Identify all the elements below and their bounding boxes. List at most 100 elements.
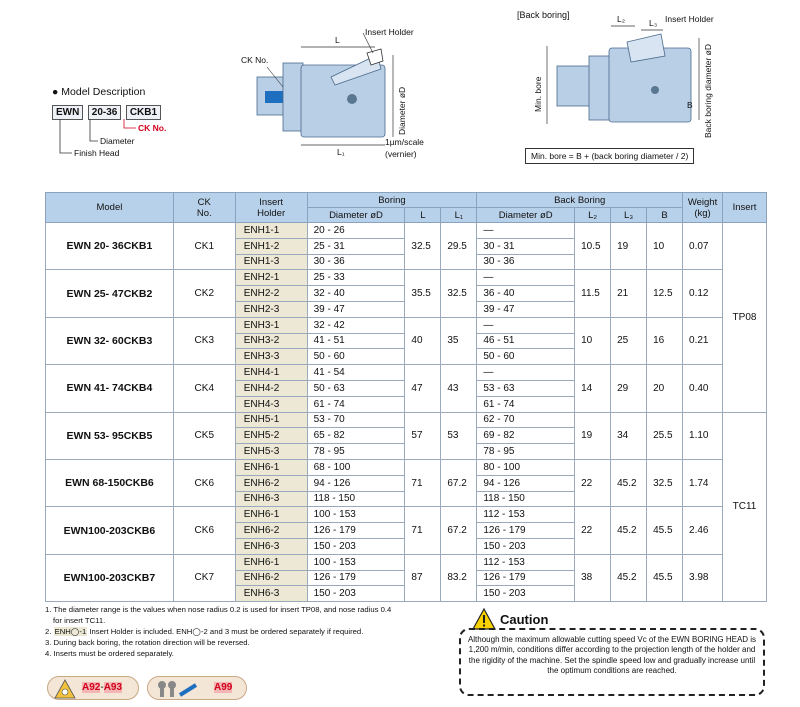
- cell-bb-diameter: 36 - 40: [476, 285, 576, 302]
- cell-B: 16: [646, 316, 684, 366]
- note-1b: for insert TC11.: [53, 616, 106, 625]
- cell-B: 45.5: [646, 506, 684, 555]
- cell-B: 10: [646, 221, 684, 271]
- model-part-series: EWN: [52, 105, 84, 120]
- cell-L1: 67.2: [440, 506, 478, 555]
- label-diameter: Diameter øD: [397, 86, 407, 135]
- th-boring: Boring: [306, 192, 478, 208]
- cell-bb-diameter: —: [476, 222, 576, 239]
- cell-L2: 14: [574, 364, 612, 413]
- cell-L2: 38: [574, 553, 612, 603]
- th-L1: L₁: [440, 207, 478, 223]
- cell-L3: 25: [610, 316, 648, 366]
- cell-L2: 22: [574, 506, 612, 555]
- screw-wrench-icon: [158, 681, 198, 697]
- cell-diameter: 41 - 54: [306, 364, 406, 381]
- cell-bb-diameter: —: [476, 269, 576, 287]
- cell-diameter: 25 - 33: [306, 269, 406, 287]
- label-L3: L₃: [649, 18, 658, 28]
- cell-holder: ENH6-3: [234, 490, 308, 508]
- cell-model: EWN 20- 36CKB1: [45, 221, 174, 271]
- cell-B: 45.5: [646, 553, 684, 603]
- cell-B: 25.5: [646, 411, 684, 460]
- note-1a: 1. The diameter range is the values when…: [45, 605, 392, 614]
- caution-header: Caution: [472, 608, 582, 632]
- cell-bb-diameter: 126 - 179: [476, 569, 576, 587]
- cell-ck: CK1: [172, 221, 236, 271]
- boring-head-illustration: [256, 32, 394, 146]
- cell-L3: 45.2: [610, 458, 648, 508]
- cell-L1: 67.2: [440, 458, 478, 508]
- cell-weight: 0.21: [682, 316, 723, 366]
- cell-holder: ENH4-2: [234, 379, 308, 397]
- cell-model: EWN100-203CKB7: [45, 553, 174, 603]
- cell-L3: 19: [610, 221, 648, 271]
- cell-diameter: 78 - 95: [306, 443, 406, 460]
- cell-L2: 19: [574, 411, 612, 460]
- back-boring-illustration: [546, 25, 700, 124]
- cell-L1: 83.2: [440, 553, 478, 603]
- model-leader-lines: [59, 119, 136, 154]
- cell-L1: 53: [440, 411, 478, 460]
- cell-bb-diameter: 30 - 31: [476, 237, 576, 255]
- cell-diameter: 150 - 203: [306, 537, 406, 555]
- cell-bb-diameter: 50 - 60: [476, 348, 576, 366]
- cell-holder: ENH3-1: [234, 316, 308, 334]
- th-L2: L₂: [574, 207, 612, 223]
- label-insert-holder-right: Insert Holder: [665, 14, 714, 24]
- cell-holder: ENH6-1: [234, 553, 308, 571]
- cell-holder: ENH1-3: [234, 253, 308, 271]
- cell-diameter: 100 - 153: [306, 553, 406, 571]
- cell-model: EWN 41- 74CKB4: [45, 364, 174, 413]
- ref-link-a99[interactable]: A99: [214, 682, 233, 693]
- cell-B: 32.5: [646, 458, 684, 508]
- cell-diameter: 50 - 60: [306, 348, 406, 366]
- note-2: 2. ENH◯-1 Insert Holder is included. ENH…: [45, 627, 364, 636]
- cell-insert: TC11: [722, 411, 767, 603]
- cell-insert: TP08: [722, 222, 767, 413]
- back-boring-drawing: [Back boring] L₂ L₃ Insert Holder Min. b…: [515, 8, 740, 168]
- cell-L3: 29: [610, 364, 648, 413]
- cell-holder: ENH1-2: [234, 237, 308, 255]
- cell-L3: 21: [610, 269, 648, 318]
- cell-bb-diameter: 78 - 95: [476, 443, 576, 460]
- label-L1: L₁: [337, 147, 345, 157]
- cell-L: 57: [404, 411, 442, 460]
- cell-diameter: 50 - 63: [306, 379, 406, 397]
- cell-diameter: 65 - 82: [306, 427, 406, 445]
- cell-L: 40: [404, 316, 442, 366]
- model-part-diameter: 20-36: [87, 105, 122, 120]
- caution-box: Although the maximum allowable cutting s…: [459, 628, 765, 696]
- ref-link-a92-a93[interactable]: A92-A93: [82, 682, 123, 693]
- boring-head-drawing: CK No. Insert Holder L L₁ Diameter øD 1µ…: [235, 25, 450, 165]
- cell-B: 12.5: [646, 269, 684, 318]
- cell-holder: ENH6-1: [234, 506, 308, 524]
- cell-ck: CK4: [172, 364, 236, 413]
- caution-title: Caution: [500, 612, 549, 627]
- label-B: B: [687, 100, 693, 110]
- ref-badge-tools[interactable]: A99: [147, 676, 247, 700]
- cell-L2: 10: [574, 316, 612, 366]
- cell-bb-diameter: 62 - 70: [476, 411, 576, 429]
- cell-holder: ENH2-1: [234, 269, 308, 287]
- cell-ck: CK6: [172, 506, 236, 555]
- label-L2: L₂: [617, 14, 626, 24]
- caution-text: Although the maximum allowable cutting s…: [467, 635, 757, 675]
- cell-ck: CK3: [172, 316, 236, 366]
- ref-badge-insert[interactable]: A92-A93: [47, 676, 139, 700]
- note-3: 3. During back boring, the rotation dire…: [45, 638, 250, 647]
- cell-bb-diameter: 46 - 51: [476, 332, 576, 350]
- cell-bb-diameter: —: [476, 316, 576, 334]
- cell-bb-diameter: 112 - 153: [476, 506, 576, 524]
